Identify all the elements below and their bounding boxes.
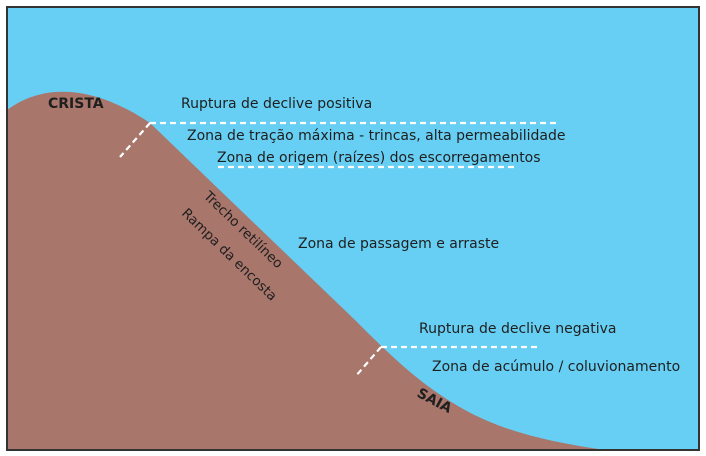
- rupture-negative-tick: [354, 346, 382, 378]
- zona-acumulo-label: Zona de acúmulo / coluvionamento: [432, 359, 680, 375]
- rupture-positive-tick: [119, 122, 151, 158]
- hillside-shape: [7, 91, 605, 451]
- zona-origem-label: Zona de origem (raízes) dos escorregamen…: [217, 150, 541, 166]
- crista-label: CRISTA: [48, 96, 104, 112]
- zona-passagem-label: Zona de passagem e arraste: [298, 236, 499, 252]
- ruptura-negativa-label: Ruptura de declive negativa: [419, 321, 616, 337]
- frame-border: [6, 6, 700, 451]
- ruptura-positiva-label: Ruptura de declive positiva: [181, 96, 372, 112]
- zona-tracao-label: Zona de tração máxima - trincas, alta pe…: [187, 128, 566, 144]
